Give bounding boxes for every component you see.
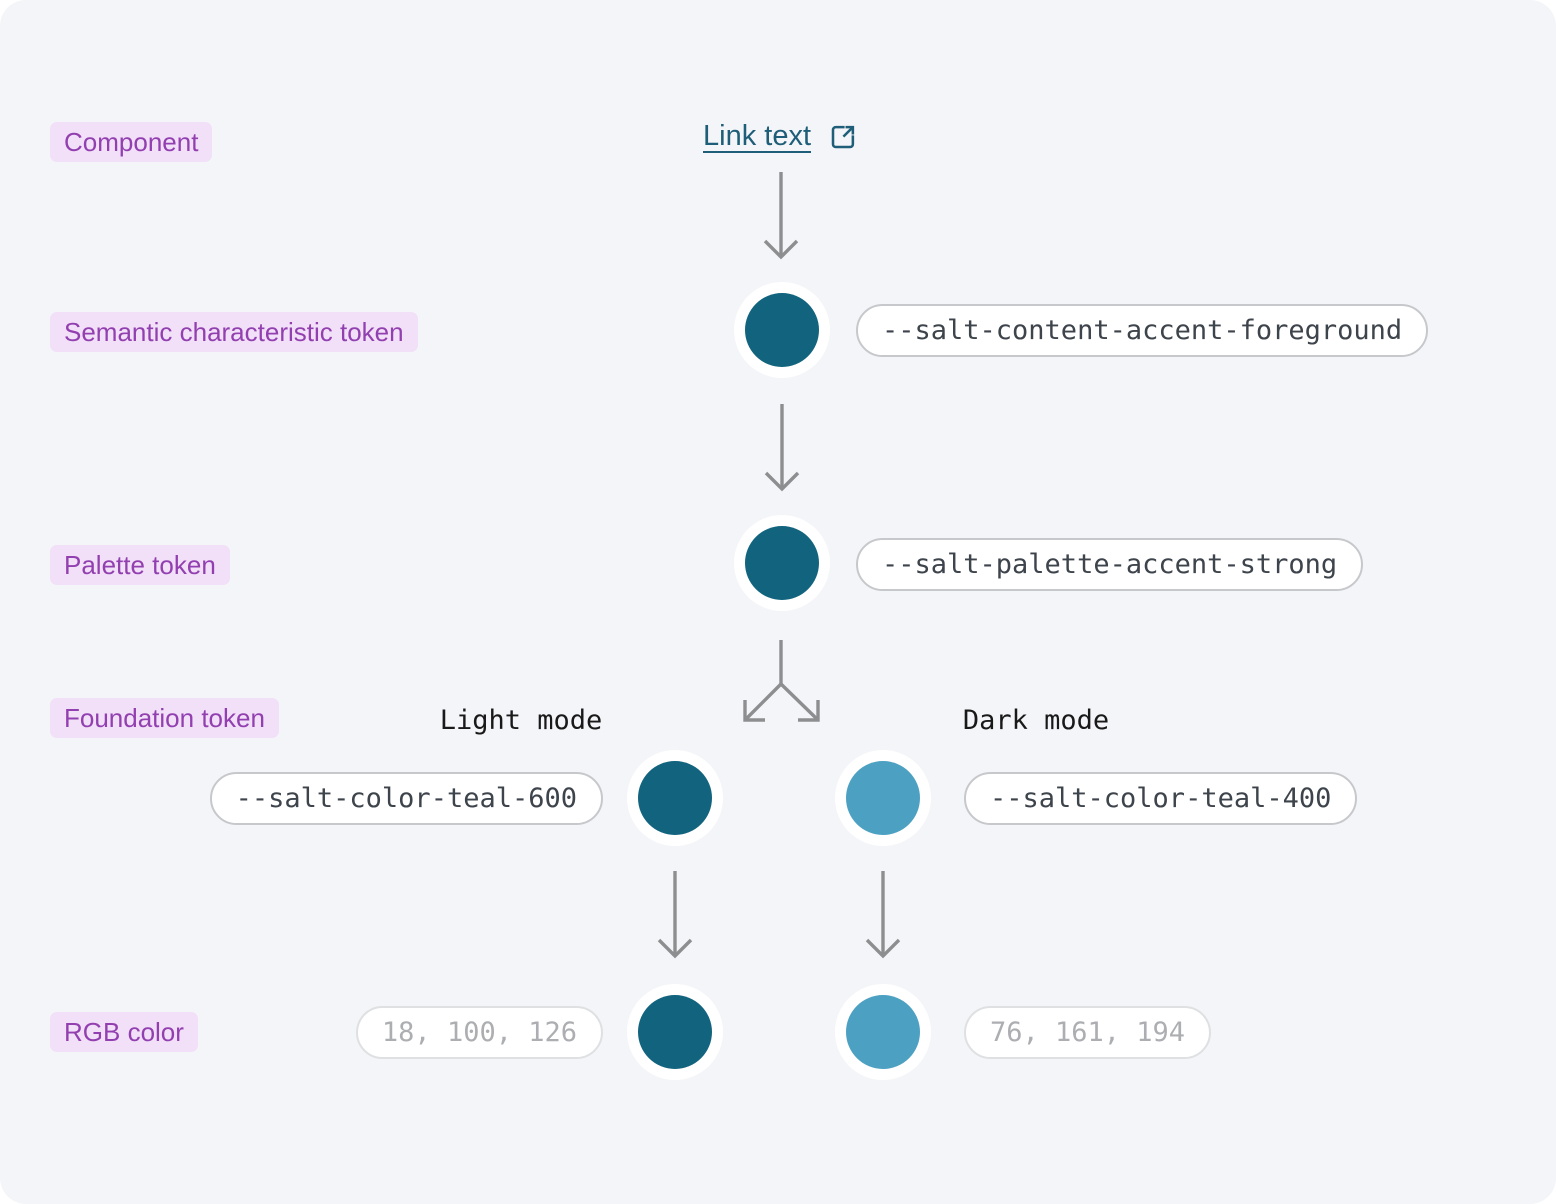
external-link-icon xyxy=(831,125,855,148)
semantic-token-node xyxy=(734,282,830,378)
foundation-dark-node xyxy=(835,750,931,846)
label-component: Component xyxy=(50,122,213,162)
component-link[interactable]: Link text xyxy=(703,120,859,153)
arrow-dark-to-rgb xyxy=(865,871,901,959)
semantic-token-pill: --salt-content-accent-foreground xyxy=(856,304,1429,357)
foundation-light-node xyxy=(627,750,723,846)
rgb-dark-swatch xyxy=(846,995,920,1069)
foundation-light-pill: --salt-color-teal-600 xyxy=(209,772,603,825)
foundation-dark-pill: --salt-color-teal-400 xyxy=(964,772,1358,825)
link-text: Link text xyxy=(703,120,811,152)
label-semantic-token: Semantic characteristic token xyxy=(50,312,418,352)
arrow-semantic-to-palette xyxy=(764,404,800,492)
rgb-light-pill: 18, 100, 126 xyxy=(355,1006,603,1059)
label-rgb-color: RGB color xyxy=(50,1012,198,1052)
arrow-palette-fork xyxy=(743,640,820,722)
arrow-light-to-rgb xyxy=(657,871,693,959)
foundation-light-swatch xyxy=(638,761,712,835)
arrow-component-to-semantic xyxy=(763,172,799,260)
light-mode-caption: Light mode xyxy=(439,705,603,736)
palette-token-pill: --salt-palette-accent-strong xyxy=(856,538,1364,591)
palette-token-swatch xyxy=(745,526,819,600)
label-foundation-token: Foundation token xyxy=(50,698,279,738)
rgb-light-node xyxy=(627,984,723,1080)
dark-mode-caption: Dark mode xyxy=(962,705,1110,736)
semantic-token-swatch xyxy=(745,293,819,367)
rgb-light-swatch xyxy=(638,995,712,1069)
foundation-dark-swatch xyxy=(846,761,920,835)
rgb-dark-pill: 76, 161, 194 xyxy=(964,1006,1212,1059)
palette-token-node xyxy=(734,515,830,611)
label-palette-token: Palette token xyxy=(50,545,230,585)
rgb-dark-node xyxy=(835,984,931,1080)
